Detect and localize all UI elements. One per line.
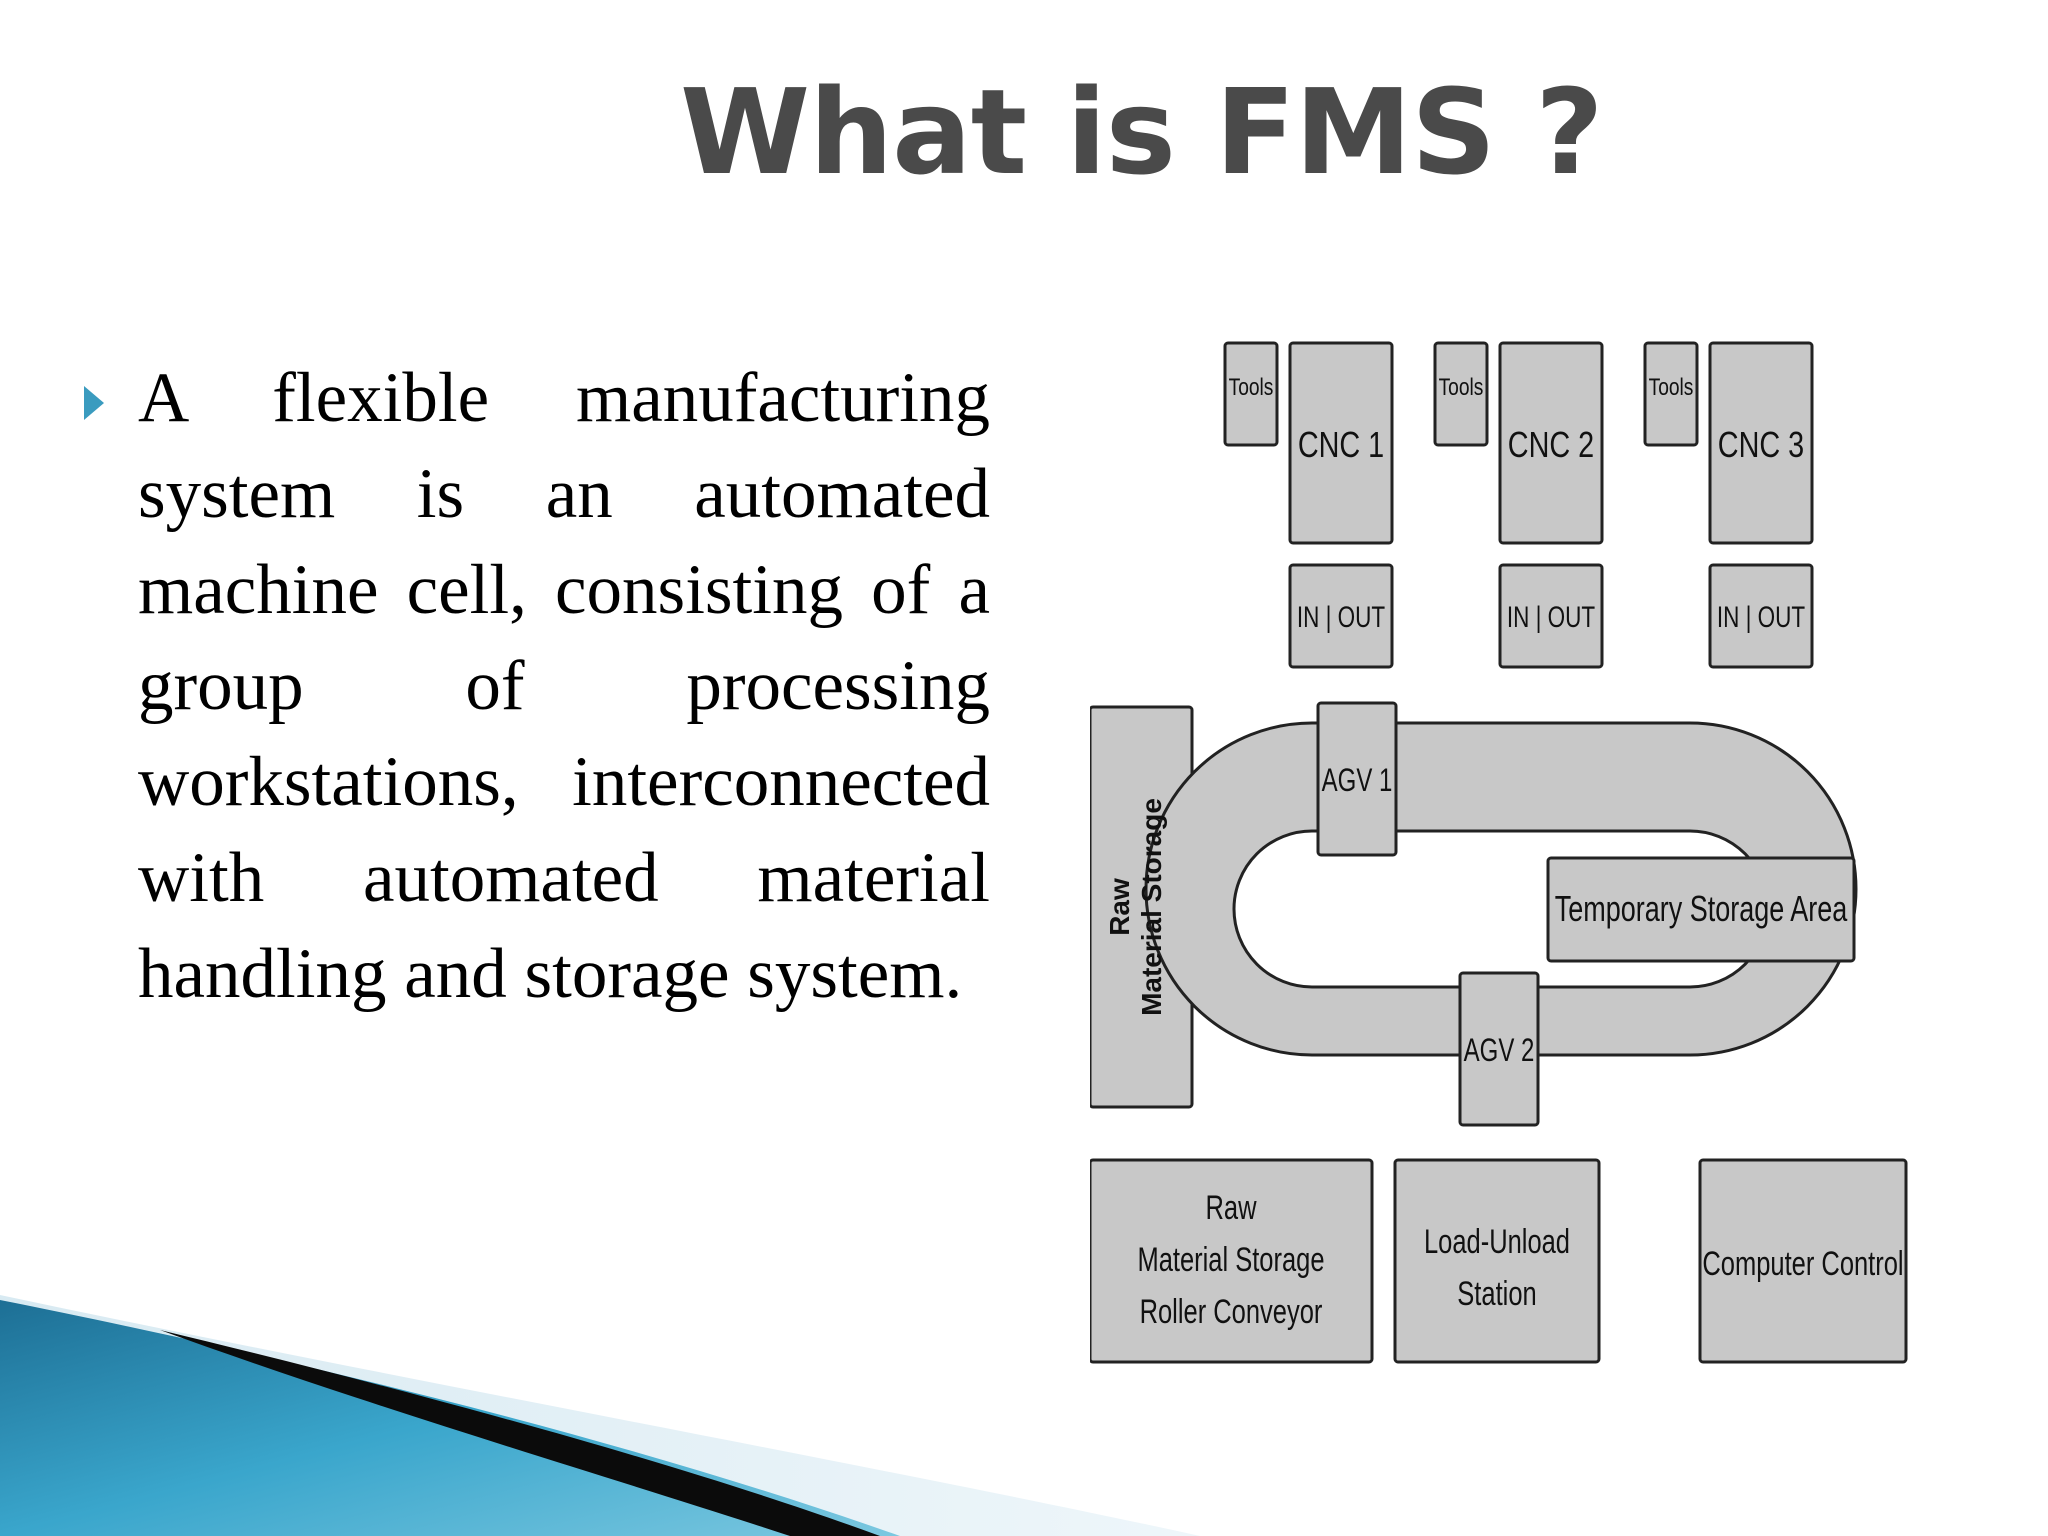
bullet-arrow-icon	[84, 386, 104, 420]
load-unload-label-2: Station	[1457, 1276, 1536, 1313]
tools-label-2: Tools	[1439, 373, 1484, 401]
io-box-2	[1498, 563, 1604, 669]
roller-label-2: Material Storage	[1137, 1242, 1324, 1279]
io-label-1: IN | OUT	[1297, 600, 1385, 634]
tools-label-1: Tools	[1229, 373, 1274, 401]
roller-label-3: Roller Conveyor	[1140, 1294, 1323, 1331]
io-label-2: IN | OUT	[1507, 600, 1595, 634]
bullet-text: A flexible manufacturing system is an au…	[138, 359, 990, 1013]
load-unload-box	[1393, 1158, 1601, 1364]
computer-control-label: Computer Control	[1702, 1246, 1903, 1283]
cnc-label-1: CNC 1	[1298, 424, 1384, 465]
cnc-box-2	[1498, 341, 1604, 545]
computer-control-box	[1698, 1158, 1908, 1364]
agv-1	[1316, 701, 1398, 857]
temp-storage-box	[1546, 856, 1856, 963]
io-box-1	[1288, 563, 1394, 669]
io-box-3	[1708, 563, 1814, 669]
tools-label-3: Tools	[1649, 373, 1694, 401]
tools-box-3	[1643, 341, 1699, 447]
roller-label-1: Raw	[1205, 1190, 1256, 1227]
raw-storage-label-2: Material Storage	[1136, 798, 1167, 1016]
agv-label-2: AGV 2	[1464, 1032, 1535, 1068]
temp-storage-label: Temporary Storage Area	[1555, 888, 1848, 929]
agv-2	[1458, 971, 1540, 1127]
tools-box-2	[1433, 341, 1489, 447]
io-label-3: IN | OUT	[1717, 600, 1805, 634]
cnc-box-1	[1288, 341, 1394, 545]
load-unload-label-1: Load-Unload	[1424, 1224, 1570, 1261]
raw-storage-label-1: Raw	[1104, 878, 1135, 936]
cnc-label-3: CNC 3	[1718, 424, 1804, 465]
roller-conveyor-box	[1090, 1158, 1374, 1364]
slide-title: What is FMS ?	[680, 63, 1604, 201]
cnc-label-2: CNC 2	[1508, 424, 1594, 465]
fms-diagram: Tools Tools Tools CNC 1 CNC 2 CNC 3 IN |…	[1090, 341, 1908, 1364]
cnc-box-3	[1708, 341, 1814, 545]
agv-label-1: AGV 1	[1322, 762, 1393, 798]
tools-box-1	[1223, 341, 1279, 447]
